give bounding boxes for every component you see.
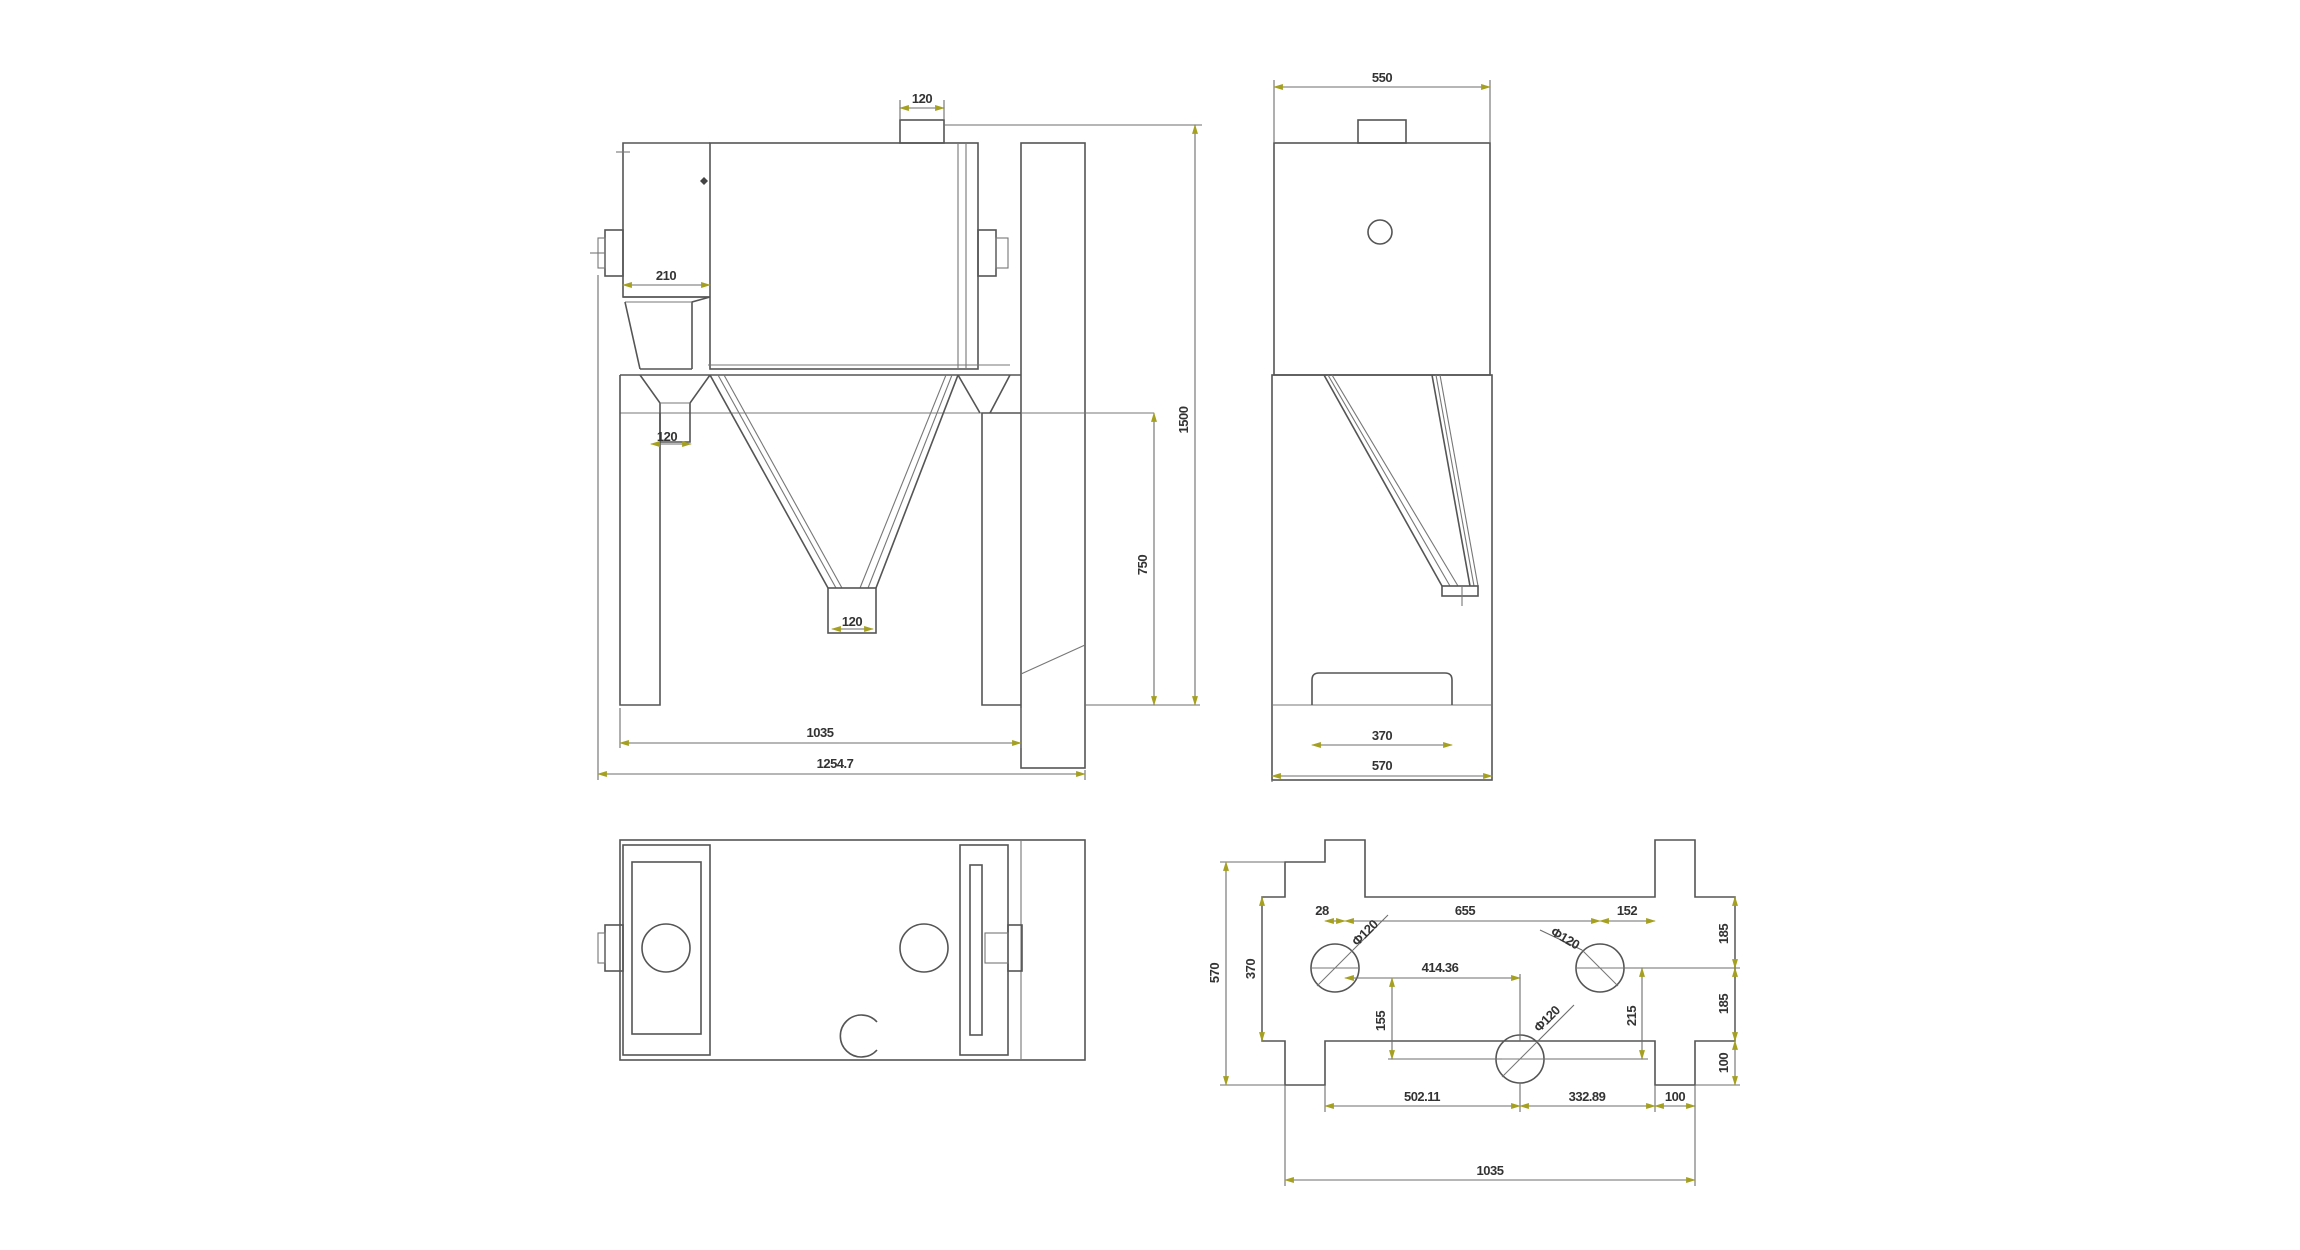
dim-door-width: 370 bbox=[1372, 728, 1392, 743]
base-plate bbox=[1261, 839, 1736, 1086]
base-dimensions: 570 370 28 655 152 414.36 155 215 185 18… bbox=[1207, 861, 1740, 1186]
dim-plate-inner: 370 bbox=[1243, 959, 1258, 979]
front-view bbox=[590, 119, 1154, 769]
dim-x3: 152 bbox=[1617, 903, 1637, 918]
side-dimensions: 550 370 570 bbox=[1271, 70, 1493, 782]
dim-top-port: 120 bbox=[912, 91, 932, 106]
dim-right-upper: 185 bbox=[1716, 924, 1731, 944]
dim-right-lower: 185 bbox=[1716, 994, 1731, 1014]
front-dimensions: 120 210 120 120 750 1500 1035 1254.7 bbox=[597, 91, 1202, 780]
dim-bottom-total: 1035 bbox=[1477, 1163, 1504, 1178]
top-view bbox=[597, 839, 1086, 1061]
dim-leg-height: 750 bbox=[1135, 555, 1150, 575]
dim-leg-span: 1035 bbox=[807, 725, 834, 740]
side-view bbox=[1271, 119, 1493, 781]
dim-y2: 215 bbox=[1624, 1006, 1639, 1026]
dim-right-tab: 100 bbox=[1716, 1053, 1731, 1073]
dim-y1: 155 bbox=[1373, 1011, 1388, 1031]
dim-x2: 655 bbox=[1455, 903, 1475, 918]
dim-x1: 28 bbox=[1315, 903, 1329, 918]
dim-bottom-b: 332.89 bbox=[1569, 1089, 1606, 1104]
sight-glass-icon bbox=[1367, 219, 1393, 245]
dim-side-outlet: 120 bbox=[657, 429, 677, 444]
dim-total-height: 1500 bbox=[1176, 406, 1191, 433]
dim-side-top: 550 bbox=[1372, 70, 1392, 85]
dim-plate-depth: 570 bbox=[1207, 963, 1222, 983]
dim-bottom-a: 502.11 bbox=[1404, 1089, 1440, 1104]
dim-bottom-c: 100 bbox=[1665, 1089, 1685, 1104]
dim-side-hopper: 210 bbox=[656, 268, 676, 283]
dim-overall-width: 1254.7 bbox=[817, 756, 854, 771]
dim-side-base: 570 bbox=[1372, 758, 1392, 773]
dim-cone-outlet: 120 bbox=[842, 614, 862, 629]
hole-label-3: Φ120 bbox=[1531, 1003, 1563, 1035]
dim-x4: 414.36 bbox=[1422, 960, 1459, 975]
